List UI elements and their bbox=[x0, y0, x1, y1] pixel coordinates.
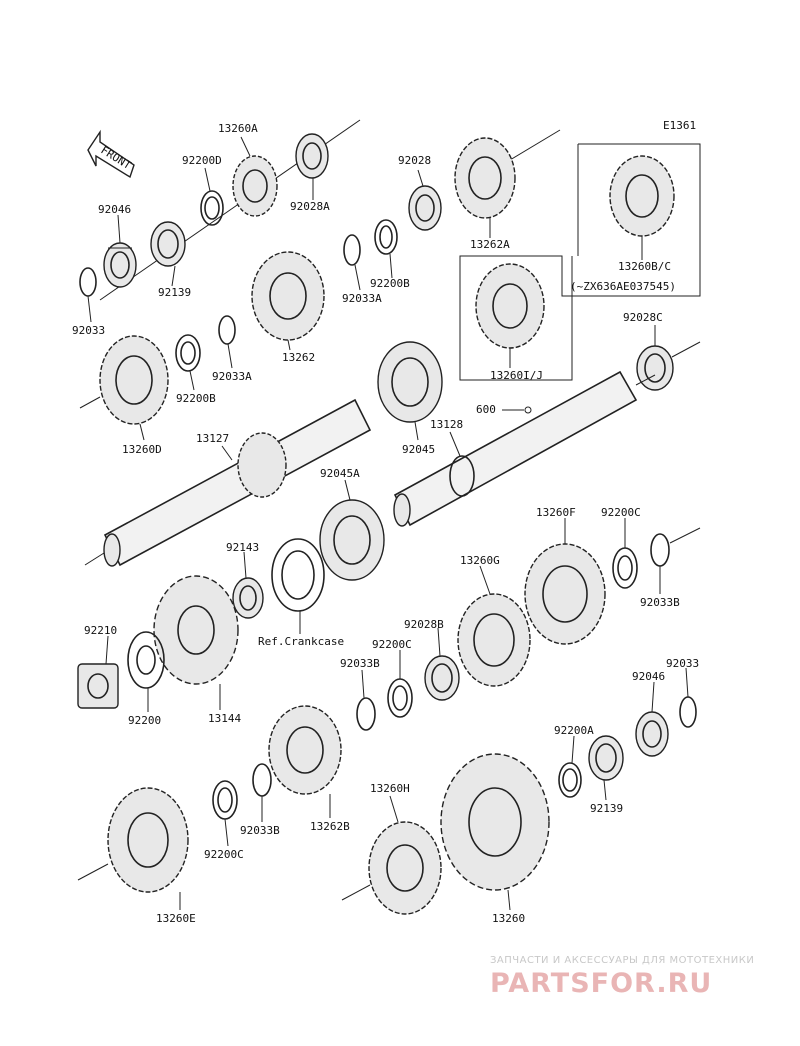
gear-13260H bbox=[368, 821, 442, 915]
label-92200B-mid: 92200B bbox=[176, 392, 216, 405]
label-13260H: 13260H bbox=[370, 782, 410, 795]
front-arrow-icon: FRONT bbox=[87, 129, 135, 179]
label-92033A-top: 92033A bbox=[342, 292, 382, 305]
label-92200C-mid: 92200C bbox=[372, 638, 412, 651]
washer-92200D bbox=[200, 190, 224, 226]
label-92210: 92210 bbox=[84, 624, 117, 637]
label-13262A: 13262A bbox=[470, 238, 510, 251]
bushing-92028B bbox=[424, 655, 460, 701]
ball-bearing-92045 bbox=[377, 341, 443, 423]
label-92200C-top: 92200C bbox=[601, 506, 641, 519]
bushing-92028C bbox=[636, 345, 674, 391]
label-92028B: 92028B bbox=[404, 618, 444, 631]
ball-bearing-92045A bbox=[319, 499, 385, 581]
label-13260E: 13260E bbox=[156, 912, 196, 925]
label-92200D: 92200D bbox=[182, 154, 222, 167]
washer-92200C-mid bbox=[387, 678, 413, 718]
gear-13260D bbox=[99, 335, 169, 425]
label-13127: 13127 bbox=[196, 432, 229, 445]
label-92046-bot: 92046 bbox=[632, 670, 665, 683]
washer-92200C-top bbox=[612, 547, 638, 589]
circlip-92033-bot bbox=[679, 696, 697, 728]
label-13262: 13262 bbox=[282, 351, 315, 364]
bushing-92139-bot bbox=[588, 735, 624, 781]
label-92139-bot: 92139 bbox=[590, 802, 623, 815]
inset-box-13260BC bbox=[459, 143, 701, 381]
circlip-92033-top bbox=[79, 267, 97, 297]
washer-92200 bbox=[127, 631, 165, 689]
washer-92200B-top bbox=[374, 219, 398, 255]
gear-13260E bbox=[107, 787, 189, 893]
label-serial: (~ZX636AE037545) bbox=[570, 280, 676, 293]
oil-seal-ref-crankcase bbox=[271, 538, 325, 612]
shaft-13128 bbox=[393, 370, 656, 527]
label-92028: 92028 bbox=[398, 154, 431, 167]
label-92033-bot: 92033 bbox=[666, 657, 699, 670]
pin-600 bbox=[524, 406, 532, 414]
circlip-92033B-top bbox=[650, 533, 670, 567]
needle-bearing-92046-top bbox=[103, 242, 137, 288]
washer-92200C-bot bbox=[212, 780, 238, 820]
nut-92210 bbox=[77, 663, 119, 709]
label-92045A: 92045A bbox=[320, 467, 360, 480]
gear-13262A bbox=[454, 137, 516, 219]
label-13260IJ: 13260I/J bbox=[490, 369, 543, 382]
watermark-tagline: ЗАПЧАСТИ И АКСЕССУАРЫ ДЛЯ МОТОТЕХНИКИ bbox=[490, 955, 754, 966]
bushing-92028A bbox=[295, 133, 329, 179]
collar-92143 bbox=[232, 577, 264, 619]
label-13260: 13260 bbox=[492, 912, 525, 925]
label-92033-top: 92033 bbox=[72, 324, 105, 337]
label-92200: 92200 bbox=[128, 714, 161, 727]
diagram-code: E1361 bbox=[663, 119, 696, 132]
label-92028A: 92028A bbox=[290, 200, 330, 213]
label-13260F: 13260F bbox=[536, 506, 576, 519]
circlip-92033A-mid bbox=[218, 315, 236, 345]
label-13260A: 13260A bbox=[218, 122, 258, 135]
label-92143: 92143 bbox=[226, 541, 259, 554]
watermark: ЗАПЧАСТИ И АКСЕССУАРЫ ДЛЯ МОТОТЕХНИКИ PA… bbox=[490, 955, 754, 999]
gear-13262B bbox=[268, 705, 342, 795]
callout-labels: 13260A 92200D 92028A 92028 92046 92139 9… bbox=[72, 122, 699, 925]
bushing-92139-top bbox=[150, 221, 186, 267]
label-92200B-top: 92200B bbox=[370, 277, 410, 290]
label-92028C: 92028C bbox=[623, 311, 663, 324]
circlip-92033A-top bbox=[343, 234, 361, 266]
label-92045: 92045 bbox=[402, 443, 435, 456]
label-13260BC: 13260B/C bbox=[618, 260, 671, 273]
label-92033B-mid: 92033B bbox=[340, 657, 380, 670]
label-13262B: 13262B bbox=[310, 820, 350, 833]
label-92033B-top: 92033B bbox=[640, 596, 680, 609]
label-92200A: 92200A bbox=[554, 724, 594, 737]
gear-13260 bbox=[440, 753, 550, 891]
washer-92200A bbox=[558, 762, 582, 798]
gear-13260A bbox=[232, 155, 278, 217]
label-13260D: 13260D bbox=[122, 443, 162, 456]
label-92139-top: 92139 bbox=[158, 286, 191, 299]
needle-bearing-92046-bot bbox=[635, 711, 669, 757]
sprocket-13144 bbox=[153, 575, 239, 685]
label-92046-top: 92046 bbox=[98, 203, 131, 216]
label-13128: 13128 bbox=[430, 418, 463, 431]
leader-lines bbox=[87, 136, 689, 911]
label-13260G: 13260G bbox=[460, 554, 500, 567]
label-92033A-mid: 92033A bbox=[212, 370, 252, 383]
label-92200C-bot: 92200C bbox=[204, 848, 244, 861]
label-ref-crankcase: Ref.Crankcase bbox=[258, 635, 344, 648]
bushing-92028 bbox=[408, 185, 442, 231]
shaft-13127 bbox=[84, 398, 372, 567]
gear-13260G bbox=[457, 593, 531, 687]
circlip-92033B-bot bbox=[252, 763, 272, 797]
gear-13260F bbox=[524, 543, 606, 645]
watermark-brand: PARTSFOR.RU bbox=[490, 968, 712, 999]
label-92033B-bot: 92033B bbox=[240, 824, 280, 837]
label-13144: 13144 bbox=[208, 712, 241, 725]
gear-13262 bbox=[251, 251, 325, 341]
label-600: 600 bbox=[476, 403, 496, 416]
washer-92200B-mid bbox=[175, 334, 201, 372]
circlip-92033B-mid bbox=[356, 697, 376, 731]
